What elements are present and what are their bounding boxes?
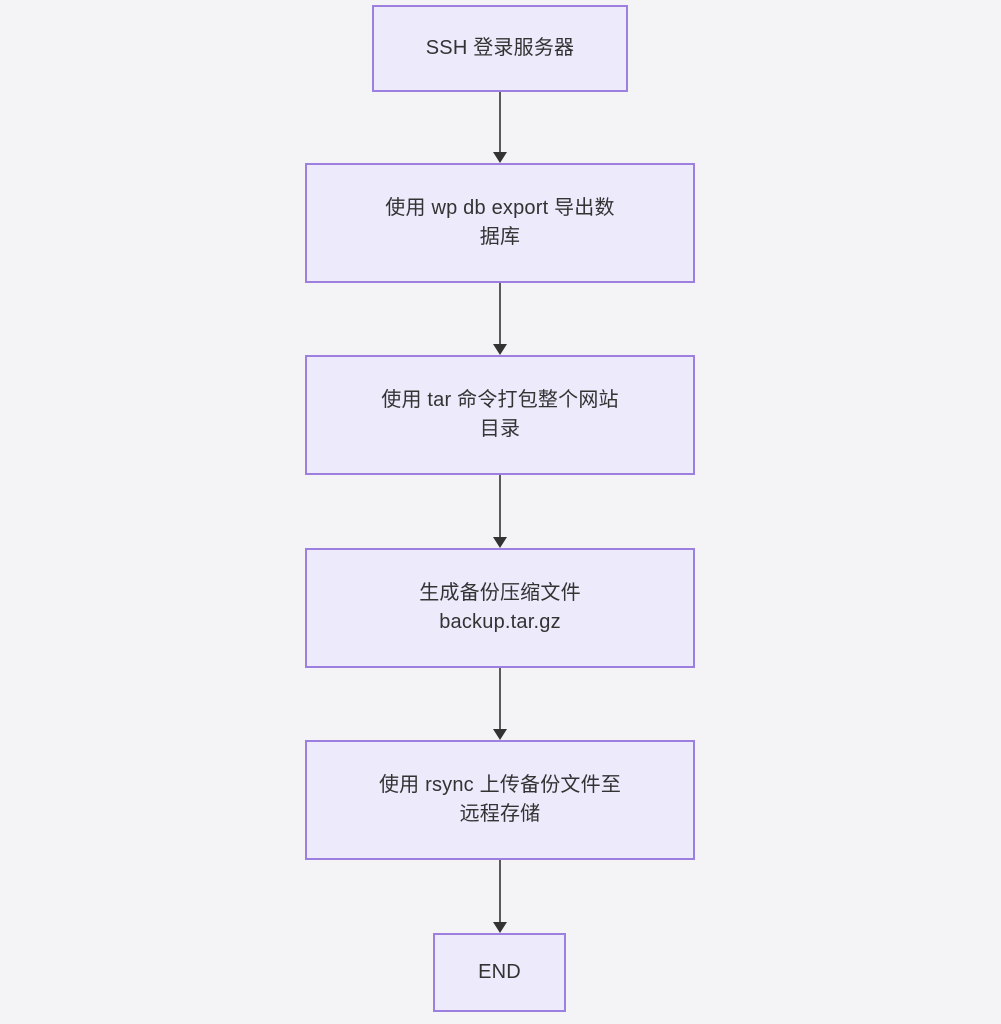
node-label: END	[478, 961, 521, 983]
edge-export-to-tar	[490, 283, 510, 355]
arrowhead-icon	[493, 537, 507, 548]
node-backup-archive[interactable]: 生成备份压缩文件 backup.tar.gz	[305, 548, 695, 668]
node-label: 使用 rsync 上传备份文件至 远程存储	[378, 774, 622, 825]
node-db-export[interactable]: 使用 wp db export 导出数 据库	[305, 163, 695, 283]
arrowhead-icon	[493, 344, 507, 355]
node-tar-package[interactable]: 使用 tar 命令打包整个网站 目录	[305, 355, 695, 475]
node-end[interactable]: END	[433, 933, 566, 1012]
node-label: 使用 wp db export 导出数 据库	[385, 197, 615, 248]
node-label: 使用 tar 命令打包整个网站 目录	[381, 389, 619, 440]
node-ssh-login[interactable]: SSH 登录服务器	[372, 5, 628, 92]
arrowhead-icon	[493, 729, 507, 740]
edge-rsync-to-end	[490, 860, 510, 933]
node-rsync-upload[interactable]: 使用 rsync 上传备份文件至 远程存储	[305, 740, 695, 860]
edge-tar-to-archive	[490, 475, 510, 548]
arrowhead-icon	[493, 152, 507, 163]
edge-ssh-to-export	[490, 92, 510, 163]
node-label: 生成备份压缩文件 backup.tar.gz	[419, 582, 581, 633]
arrowhead-icon	[493, 922, 507, 933]
edge-archive-to-rsync	[490, 668, 510, 740]
node-label: SSH 登录服务器	[425, 37, 575, 59]
